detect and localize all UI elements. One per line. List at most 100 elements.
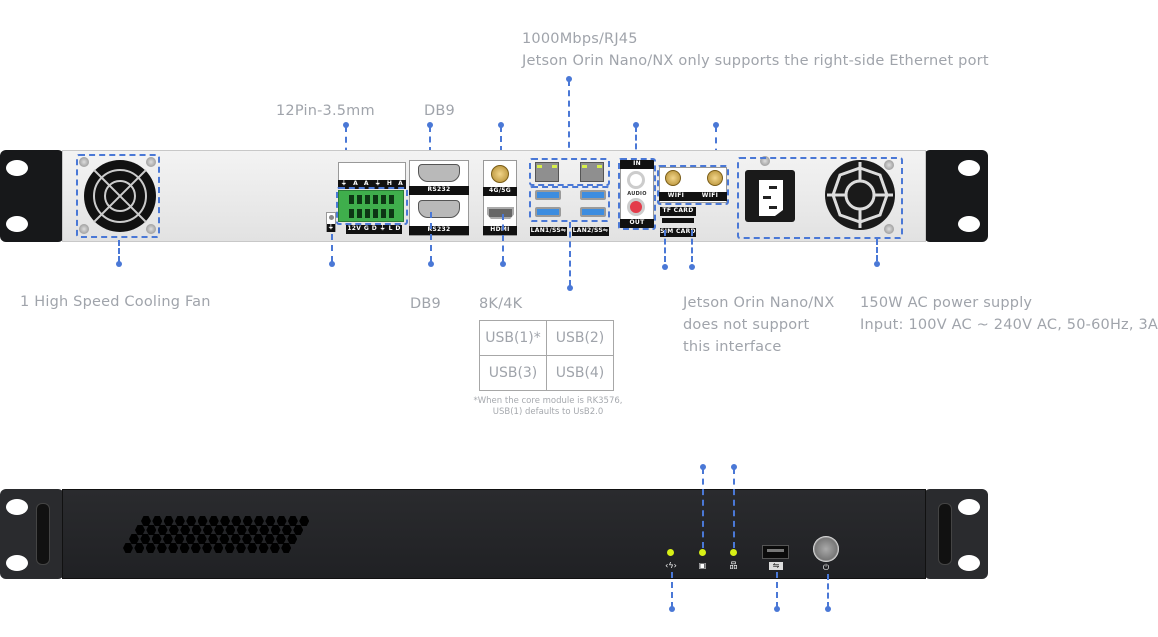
callout-dot bbox=[329, 261, 335, 267]
callout-dot bbox=[731, 464, 737, 470]
handle-right[interactable] bbox=[938, 503, 952, 565]
vent-hole bbox=[208, 516, 219, 526]
rs232-port-bottom bbox=[418, 200, 460, 218]
vent-hole bbox=[259, 525, 270, 535]
vent-hole bbox=[162, 534, 173, 544]
vent-hole bbox=[196, 534, 207, 544]
usb-port-4 bbox=[580, 207, 606, 217]
power-icon: ⏻ bbox=[822, 563, 830, 572]
usb-icon: ⇋ bbox=[769, 562, 783, 570]
wifi-label-1: WIFI bbox=[659, 192, 693, 201]
terminal-pin-label: ⏚ bbox=[374, 180, 382, 187]
lan1-label: LAN1/SS⇋ bbox=[530, 227, 567, 236]
vent-hole bbox=[265, 516, 276, 526]
table-row: USB(1)* USB(2) bbox=[479, 320, 614, 356]
rack-ear-left bbox=[0, 150, 64, 242]
front-usb-port[interactable] bbox=[762, 545, 789, 559]
vent-hole bbox=[174, 534, 185, 544]
ground-terminal: ⏚ bbox=[326, 212, 336, 232]
terminal-pin-label: ⏚ bbox=[379, 225, 386, 232]
callout-line-tf bbox=[691, 230, 693, 262]
db9-bottom-label: DB9 bbox=[410, 296, 441, 312]
vent-hole bbox=[179, 543, 190, 553]
callout-line-power-button bbox=[827, 574, 829, 608]
usb-cell: USB(2) bbox=[546, 320, 614, 356]
vent-hole bbox=[236, 525, 247, 535]
antenna-4g5g-label: 4G/5G bbox=[483, 187, 517, 196]
screw bbox=[884, 224, 894, 234]
mount-hole bbox=[6, 160, 28, 176]
vent-hole bbox=[202, 525, 213, 535]
usb-port-2 bbox=[580, 190, 606, 200]
callout-line-hdmi bbox=[502, 214, 504, 262]
terminal-pin-label: A bbox=[398, 180, 404, 187]
vent-hole bbox=[197, 516, 208, 526]
callout-line-usb-front bbox=[776, 572, 778, 608]
callout-line-db9-bottom bbox=[430, 212, 432, 262]
psu-label-line2: Input: 100V AC ~ 240V AC, 50-60Hz, 3A bbox=[860, 317, 1158, 333]
mount-hole bbox=[958, 216, 980, 232]
terminal-bottom-labels: 12V G D ⏚ L D bbox=[346, 225, 402, 234]
vent-hole bbox=[299, 516, 310, 526]
vent-hole bbox=[214, 525, 225, 535]
audio-highlight bbox=[618, 158, 656, 230]
vent-hole bbox=[174, 516, 185, 526]
vent-hole bbox=[202, 543, 213, 553]
terminal-pin-label: H bbox=[386, 180, 393, 187]
callout-line-storage bbox=[702, 468, 704, 548]
ethernet-label-line2: Jetson Orin Nano/NX only supports the ri… bbox=[522, 53, 989, 69]
callout-line-psu bbox=[876, 239, 878, 261]
hdmi-port bbox=[487, 207, 514, 219]
usb-port-3 bbox=[535, 207, 561, 217]
vent-hole bbox=[163, 516, 174, 526]
psu-label-line1: 150W AC power supply bbox=[860, 295, 1033, 311]
vent-hole bbox=[248, 525, 258, 535]
callout-dot bbox=[662, 264, 668, 270]
screw bbox=[884, 160, 894, 170]
mount-hole bbox=[958, 499, 980, 515]
callout-dot bbox=[498, 122, 504, 128]
callout-line-wifi bbox=[715, 126, 717, 166]
rack-ear-right-front bbox=[924, 489, 988, 579]
rs232-port-top bbox=[418, 164, 460, 182]
vent-hole bbox=[253, 534, 264, 544]
vent-hole bbox=[157, 525, 168, 535]
callout-dot bbox=[500, 261, 506, 267]
callout-dot bbox=[689, 264, 695, 270]
terminal-pin-label: G bbox=[363, 225, 370, 232]
vent-hole bbox=[269, 543, 280, 553]
mount-hole bbox=[6, 499, 28, 515]
table-row: USB(3) USB(4) bbox=[479, 355, 614, 391]
terminal-pin-label: A bbox=[353, 180, 359, 187]
callout-line-usb bbox=[569, 222, 571, 286]
vent-hole bbox=[242, 516, 253, 526]
vent-hole bbox=[219, 534, 230, 544]
iec-socket-icon bbox=[759, 180, 783, 216]
vent-hole bbox=[264, 534, 275, 544]
vent-hole bbox=[224, 543, 235, 553]
rs232-label-bottom: RS232 bbox=[409, 226, 469, 235]
power-led bbox=[667, 549, 674, 556]
callout-dot bbox=[633, 122, 639, 128]
fan-label: 1 High Speed Cooling Fan bbox=[20, 294, 211, 310]
callout-dot bbox=[825, 606, 831, 612]
tf-card-label: TF CARD bbox=[660, 207, 696, 216]
callout-dot bbox=[567, 285, 573, 291]
callout-dot bbox=[428, 261, 434, 267]
vent-hole bbox=[145, 543, 156, 553]
cooling-fan bbox=[84, 160, 156, 232]
vent-hole bbox=[213, 543, 224, 553]
vent-hole bbox=[208, 534, 219, 544]
terminal-pin-label: ⏚ bbox=[340, 180, 348, 187]
power-button[interactable] bbox=[813, 536, 839, 562]
screw bbox=[79, 224, 89, 234]
mount-hole bbox=[958, 160, 980, 176]
wifi-label-2: WIFI bbox=[693, 192, 727, 201]
callout-line-fan bbox=[118, 240, 120, 262]
vent-hole bbox=[129, 534, 139, 544]
terminal-pin-label: D bbox=[395, 225, 401, 232]
vent-hole bbox=[152, 516, 163, 526]
wifi-antenna-connector-1 bbox=[665, 170, 681, 186]
handle-left[interactable] bbox=[36, 503, 50, 565]
callout-dot bbox=[566, 76, 572, 82]
